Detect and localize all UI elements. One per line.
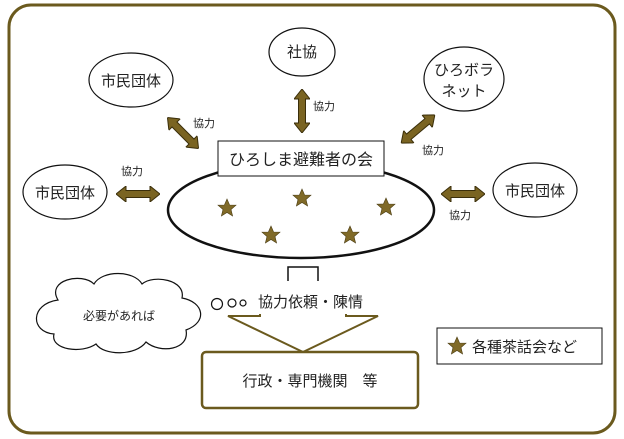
edge-label-right: 協力 [449, 209, 471, 222]
node-hirobora-label-1: ひろボラ [434, 61, 494, 79]
central-group: ひろしま避難者の会 [166, 140, 436, 260]
node-shakyo-label: 社協 [287, 43, 317, 61]
bracket-connector [287, 266, 319, 281]
target-box [200, 350, 420, 410]
bubble-dot-medium [227, 298, 237, 308]
node-shakyo: 社協 [268, 27, 336, 77]
thought-bubble-text: 必要があれば [83, 308, 155, 323]
request-label: 協力依頼・陳情 [258, 293, 363, 311]
legend-box [436, 327, 603, 365]
legend-label: 各種茶話会など [472, 338, 577, 356]
node-shimin-right: 市民団体 [492, 162, 578, 218]
node-shimin-top-left-label: 市民団体 [101, 72, 161, 90]
legend: 各種茶話会など [436, 327, 603, 365]
thought-cloud [35, 273, 202, 354]
bubble-dot-large [210, 297, 224, 311]
edge-label-left: 協力 [121, 165, 143, 178]
edge-label-top-right: 協力 [422, 144, 444, 157]
center-title: ひろしま避難者の会 [229, 150, 373, 169]
edge-label-top: 協力 [313, 100, 335, 113]
node-hirobora-label-2: ネット [441, 82, 486, 100]
center-title-box [217, 140, 385, 177]
request-label-bg [250, 288, 380, 314]
edge-label-top-left: 協力 [193, 117, 215, 130]
node-shimin-top-left: 市民団体 [88, 52, 174, 108]
node-hirobora: ひろボラ ネット [423, 46, 505, 112]
node-shimin-left: 市民団体 [22, 164, 108, 220]
bubble-dot-small [239, 299, 247, 307]
node-shimin-left-label: 市民団体 [35, 184, 95, 202]
node-shimin-right-label: 市民団体 [505, 182, 565, 200]
target-label: 行政・専門機関 等 [242, 372, 377, 390]
